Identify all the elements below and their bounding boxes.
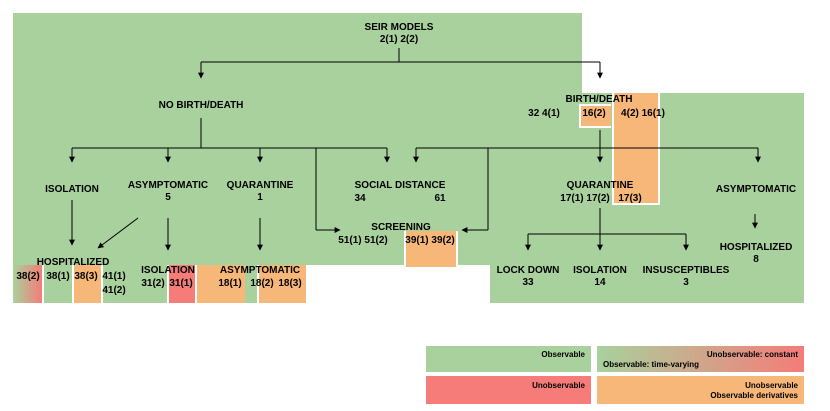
hosp-ref-d: 41(1) [102, 271, 126, 282]
birth-refs-a: 32 4(1) [528, 108, 560, 119]
asym-3-ref-c: 18(3) [278, 278, 302, 289]
hosp-ref-gradient-cell [13, 265, 44, 303]
node-social-distance: SOCIAL DISTANCE [354, 180, 446, 191]
node-lock-down-title: LOCK DOWN [496, 265, 560, 276]
node-no-birth-death-title: NO BIRTH/DEATH [158, 100, 244, 111]
node-asymptomatic-1-title: ASYMPTOMATIC [127, 180, 209, 191]
node-no-birth-death: NO BIRTH/DEATH [159, 100, 244, 112]
node-insusceptibles-title: INSUSCEPTIBLES [642, 265, 730, 276]
node-isolation-3-title: ISOLATION [573, 265, 627, 276]
node-lock-down-ref: 33 [522, 277, 534, 288]
asym-ref-orange-cell-a [195, 265, 245, 303]
node-hospitalized-2-title: HOSPITALIZED [719, 242, 793, 253]
node-lock-down: LOCK DOWN 33 [497, 265, 560, 289]
node-screening: SCREENING [371, 222, 431, 233]
node-insusceptibles-ref: 3 [683, 277, 689, 288]
node-isolation-3-ref: 14 [594, 277, 606, 288]
birth-refs-b: 16(2) [582, 108, 606, 119]
screening-ref-b: 39(1) 39(2) [405, 235, 455, 246]
screening-ref-a: 51(1) 51(2) [338, 235, 388, 246]
node-seir-models: SEIR MODELS 2(1) 2(2) [365, 22, 434, 46]
quarantine-2-ref-b: 17(3) [618, 193, 642, 204]
node-isolation-1: ISOLATION [45, 184, 99, 195]
node-birth-death-title: BIRTH/DEATH [565, 94, 633, 105]
right-lower-green-region [490, 203, 804, 303]
screening-orange-cell [404, 231, 458, 269]
node-quarantine-2: QUARANTINE [566, 180, 634, 191]
isolation-2-ref-b: 31(1) [169, 278, 193, 289]
left-strip-green [13, 265, 298, 303]
node-quarantine-1-ref: 1 [257, 192, 263, 203]
hosp-ref-a: 38(2) [16, 271, 40, 282]
legend-derivatives-label-1: Unobservable [745, 381, 798, 390]
legend-derivatives-swatch: Unobservable Observable derivatives [597, 376, 804, 404]
node-quarantine-1-title: QUARANTINE [226, 180, 294, 191]
social-distance-ref-b: 61 [434, 193, 446, 204]
legend-unobs-constant-swatch: Unobservable: constant Observable: time-… [597, 346, 804, 372]
quarantine-2-ref-a: 17(1) 17(2) [560, 193, 610, 204]
legend-derivatives-label-2: Observable derivatives [710, 391, 798, 400]
node-hospitalized-1: HOSPITALIZED [36, 257, 110, 268]
main-green-region [13, 13, 582, 265]
isolation-2-ref-a: 31(2) [141, 278, 165, 289]
asym-3-ref-b: 18(2) [250, 278, 274, 289]
asym-ref-orange-cell-b [257, 265, 306, 303]
node-hospitalized-2: HOSPITALIZED 8 [720, 242, 793, 266]
legend-observable-label: Observable [541, 350, 585, 359]
hosp-ref-b: 38(1) [46, 271, 70, 282]
quarantine-orange-column [612, 93, 660, 205]
node-birth-death: BIRTH/DEATH [565, 94, 632, 106]
node-quarantine-1: QUARANTINE 1 [227, 180, 294, 204]
node-hospitalized-2-ref: 8 [753, 254, 759, 265]
node-isolation-3: ISOLATION 14 [573, 265, 627, 289]
node-insusceptibles: INSUSCEPTIBLES 3 [643, 265, 730, 289]
node-asymptomatic-3: ASYMPTOMATIC [219, 265, 301, 276]
node-isolation-2: ISOLATION [141, 265, 195, 276]
legend-unobservable-swatch: Unobservable [426, 376, 591, 404]
asym-3-ref-a: 18(1) [218, 278, 242, 289]
birth-ref-cell-orange [579, 104, 611, 128]
birth-refs-c: 4(2) 16(1) [621, 108, 665, 119]
legend-unobservable-label: Unobservable [532, 381, 585, 390]
node-seir-title: SEIR MODELS [364, 22, 434, 33]
hosp-ref-orange-cell [72, 265, 103, 303]
node-seir-refs: 2(1) 2(2) [379, 34, 419, 45]
hosp-ref-e: 41(2) [102, 285, 126, 296]
legend-unobs-constant-label: Unobservable: constant [706, 350, 798, 359]
node-asymptomatic-1: ASYMPTOMATIC 5 [128, 180, 208, 204]
legend-observable-swatch: Observable [426, 346, 591, 372]
social-distance-ref-a: 34 [354, 193, 366, 204]
legend-obs-timevarying-label: Observable: time-varying [603, 360, 700, 369]
isolation-ref-red-cell [167, 265, 197, 303]
hosp-ref-c: 38(3) [74, 271, 98, 282]
node-asymptomatic-1-ref: 5 [165, 192, 171, 203]
node-asymptomatic-2: ASYMPTOMATIC [715, 184, 797, 195]
